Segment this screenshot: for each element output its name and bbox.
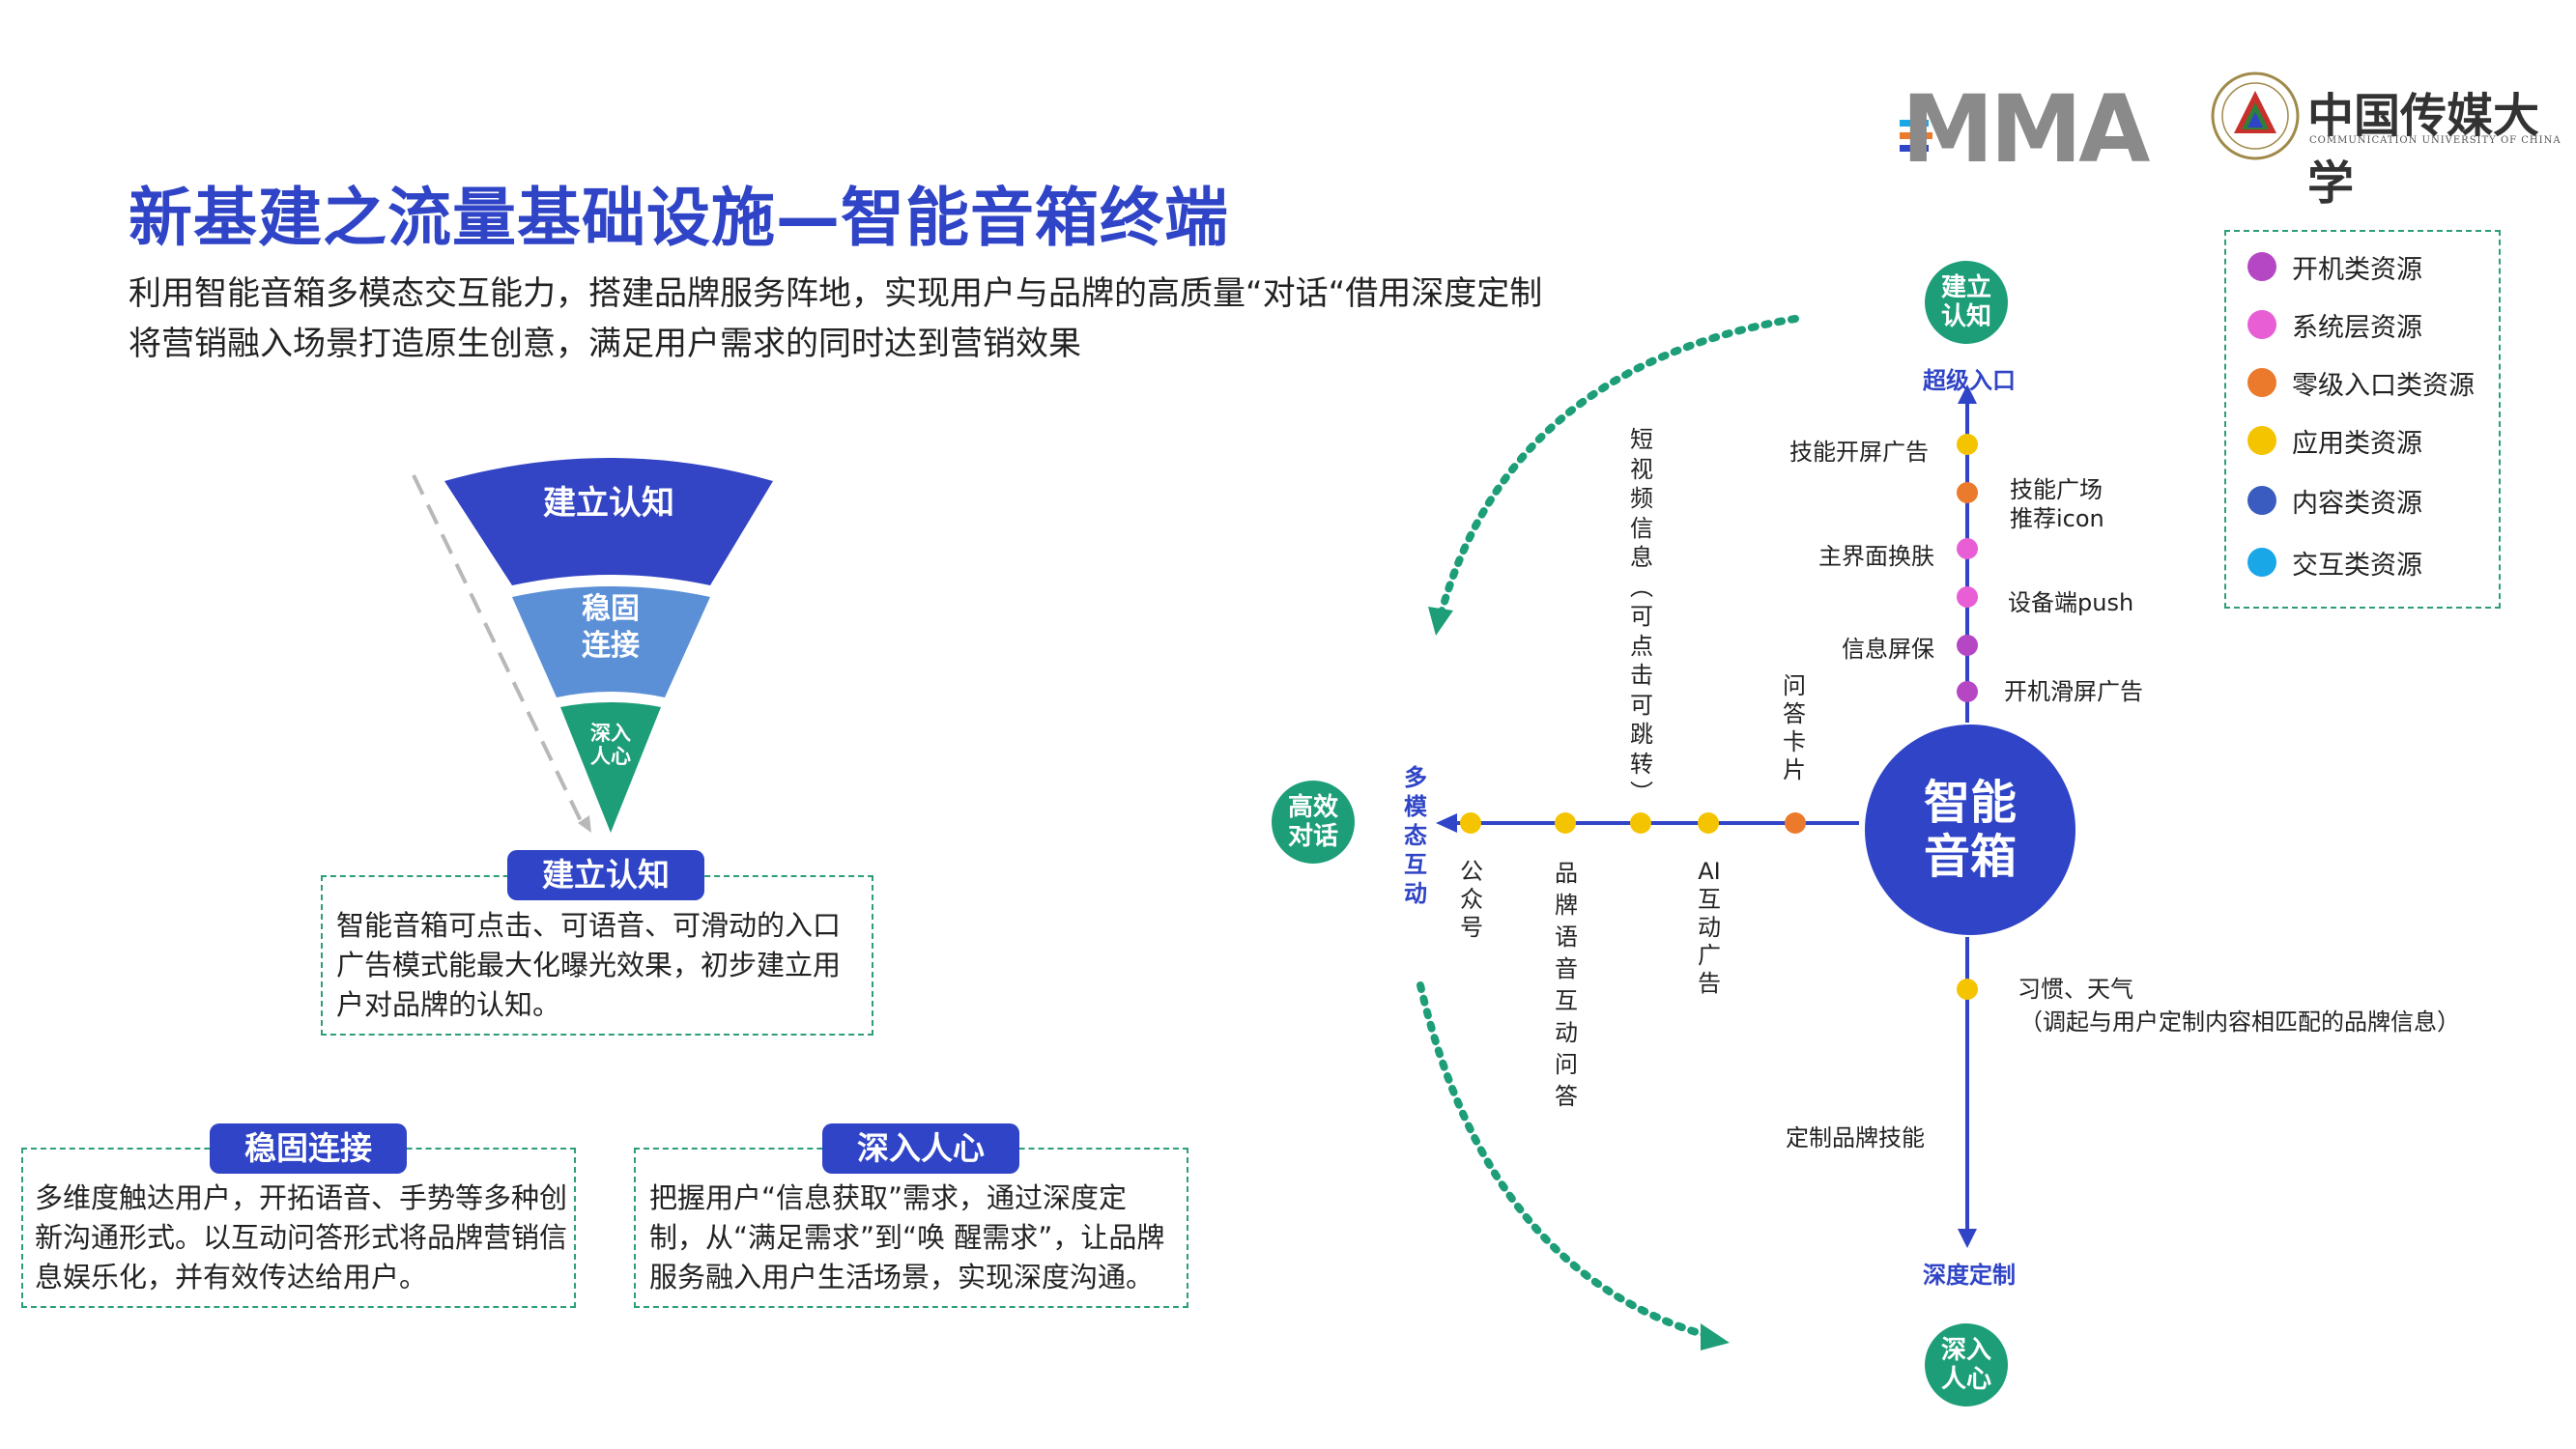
label-boot-slide-ad: 开机滑屏广告 bbox=[2004, 678, 2143, 705]
dot-system bbox=[1957, 538, 1978, 559]
legend-label: 应用类资源 bbox=[2292, 428, 2422, 459]
label-short-video: 短视频信息︵可点击可跳转︶ bbox=[1630, 426, 1653, 807]
axis-down-arrow-icon bbox=[1958, 1229, 1977, 1248]
label-ui-skin: 主界面换肤 bbox=[1818, 543, 1934, 570]
label-qa-card: 问答卡片 bbox=[1783, 672, 1806, 783]
label-multimodal: 多模态互动 bbox=[1404, 764, 1427, 907]
legend-label: 系统层资源 bbox=[2292, 312, 2422, 343]
dot-app bbox=[1555, 812, 1576, 834]
legend-dot-icon bbox=[2247, 486, 2276, 515]
legend-dot-icon bbox=[2247, 368, 2276, 397]
axis-up-arrow-icon bbox=[1958, 384, 1977, 404]
axis-left-arrow-icon bbox=[1436, 813, 1457, 833]
card-tag: 建立认知 bbox=[507, 850, 704, 900]
card-tag: 深入人心 bbox=[822, 1123, 1019, 1174]
label-brand-voice-qa: 品牌语音互动问答 bbox=[1555, 860, 1578, 1110]
page-title: 新基建之流量基础设施—智能音箱终端 bbox=[129, 181, 1229, 255]
card-stable-connection: 多维度触达用户，开拓语音、手势等多种创新沟通形式。以互动问答形式将品牌营销信息娱… bbox=[21, 1148, 576, 1308]
label-skill-square-icon: 技能广场推荐icon bbox=[2010, 476, 2104, 532]
legend-item: 交互类资源 bbox=[2247, 543, 2422, 582]
university-seal-icon bbox=[2211, 71, 2300, 160]
label-info-screensaver: 信息屏保 bbox=[1842, 636, 1934, 663]
university-english-name: COMMUNICATION UNIVERSITY OF CHINA bbox=[2309, 135, 2562, 146]
label-habit-weather-note: （调起与用户定制内容相匹配的品牌信息） bbox=[2019, 1009, 2460, 1036]
mma-logo-bars-icon bbox=[1900, 120, 1932, 157]
funnel-label-2b: 连接 bbox=[582, 629, 640, 663]
legend-item: 应用类资源 bbox=[2247, 421, 2422, 460]
subtitle-line-1: 利用智能音箱多模态交互能力，搭建品牌服务阵地，实现用户与品牌的高质量“对话“借用… bbox=[129, 274, 1543, 313]
hub-line: 智能 bbox=[1923, 776, 2017, 830]
label-super-entry: 超级入口 bbox=[1923, 367, 2016, 394]
funnel-layer-3 bbox=[560, 702, 661, 833]
circle-build-awareness: 建立认知 bbox=[1925, 261, 2008, 344]
legend-item: 开机类资源 bbox=[2247, 247, 2422, 286]
funnel-arrow-head-icon bbox=[578, 815, 591, 833]
card-text: 多维度触达用户，开拓语音、手势等多种创新沟通形式。以互动问答形式将品牌营销信息娱… bbox=[35, 1181, 568, 1293]
funnel-label-2a: 稳固 bbox=[582, 592, 640, 626]
funnel-layer-1 bbox=[444, 458, 773, 585]
funnel-label-1: 建立认知 bbox=[543, 484, 674, 523]
legend-dot-icon bbox=[2247, 548, 2276, 577]
circle-deep-impression: 深入人心 bbox=[1925, 1323, 2008, 1406]
funnel-label-3b: 人心 bbox=[590, 745, 631, 768]
label-deep-custom: 深度定制 bbox=[1923, 1262, 2016, 1289]
label-custom-brand-skill: 定制品牌技能 bbox=[1786, 1124, 1925, 1151]
legend-label: 零级入口类资源 bbox=[2292, 370, 2475, 401]
funnel-label-3a: 深入 bbox=[590, 722, 631, 745]
legend-label: 内容类资源 bbox=[2292, 488, 2422, 519]
dot-boot bbox=[1957, 681, 1978, 702]
arc-top-left bbox=[1436, 315, 1799, 622]
legend-dot-icon bbox=[2247, 426, 2276, 455]
label-habit-weather: 习惯、天气 bbox=[2018, 976, 2133, 1003]
arc-bottom-left bbox=[1417, 981, 1716, 1341]
subtitle-line-2: 将营销融入场景打造原生创意，满足用户需求的同时达到营销效果 bbox=[129, 325, 1081, 363]
legend-item: 零级入口类资源 bbox=[2247, 363, 2475, 402]
dot-app bbox=[1460, 812, 1481, 834]
legend-item: 系统层资源 bbox=[2247, 305, 2422, 344]
dot-app bbox=[1698, 812, 1719, 834]
university-name: 中国传媒大学 bbox=[2307, 89, 2540, 211]
funnel-layer-2 bbox=[512, 586, 710, 697]
legend-box: 开机类资源 系统层资源 零级入口类资源 应用类资源 内容类资源 交互类资源 bbox=[2224, 230, 2501, 609]
dot-boot bbox=[1957, 635, 1978, 656]
arc-top-arrow-icon bbox=[1428, 607, 1453, 636]
funnel-diagram: 建立认知 稳固 连接 深入 人心 bbox=[412, 458, 773, 833]
dot-system bbox=[1957, 586, 1978, 608]
legend-dot-icon bbox=[2247, 310, 2276, 339]
card-build-awareness: 智能音箱可点击、可语音、可滑动的入口广告模式能最大化曝光效果，初步建立用户对品牌… bbox=[321, 875, 873, 1036]
dot-zero-entry bbox=[1785, 812, 1806, 834]
legend-dot-icon bbox=[2247, 252, 2276, 281]
dot-app bbox=[1957, 979, 1978, 1000]
smart-speaker-hub: 智能音箱 bbox=[1865, 724, 2075, 935]
card-deep-impression: 把握用户“信息获取”需求，通过深度定制，从“满足需求”到“唤 醒需求”，让品牌服… bbox=[634, 1148, 1188, 1308]
circle-efficient-dialogue: 高效对话 bbox=[1272, 781, 1355, 864]
card-text: 智能音箱可点击、可语音、可滑动的入口广告模式能最大化曝光效果，初步建立用户对品牌… bbox=[336, 909, 842, 1021]
mma-logo: MMA bbox=[1902, 75, 2150, 184]
label-skill-splash-ad: 技能开屏广告 bbox=[1789, 439, 1929, 466]
dot-zero-entry bbox=[1957, 482, 1978, 503]
arc-bottom-arrow-icon bbox=[1701, 1323, 1730, 1350]
card-tag: 稳固连接 bbox=[210, 1123, 407, 1174]
legend-label: 交互类资源 bbox=[2292, 550, 2422, 581]
dot-app bbox=[1630, 812, 1651, 834]
label-official-account: 公众号 bbox=[1460, 858, 1483, 941]
hub-line: 音箱 bbox=[1923, 830, 2017, 884]
legend-label: 开机类资源 bbox=[2292, 254, 2422, 285]
dot-app bbox=[1957, 434, 1978, 455]
card-text: 把握用户“信息获取”需求，通过深度定制，从“满足需求”到“唤 醒需求”，让品牌服… bbox=[649, 1181, 1165, 1293]
legend-item: 内容类资源 bbox=[2247, 481, 2422, 520]
label-device-push: 设备端push bbox=[2008, 589, 2134, 616]
